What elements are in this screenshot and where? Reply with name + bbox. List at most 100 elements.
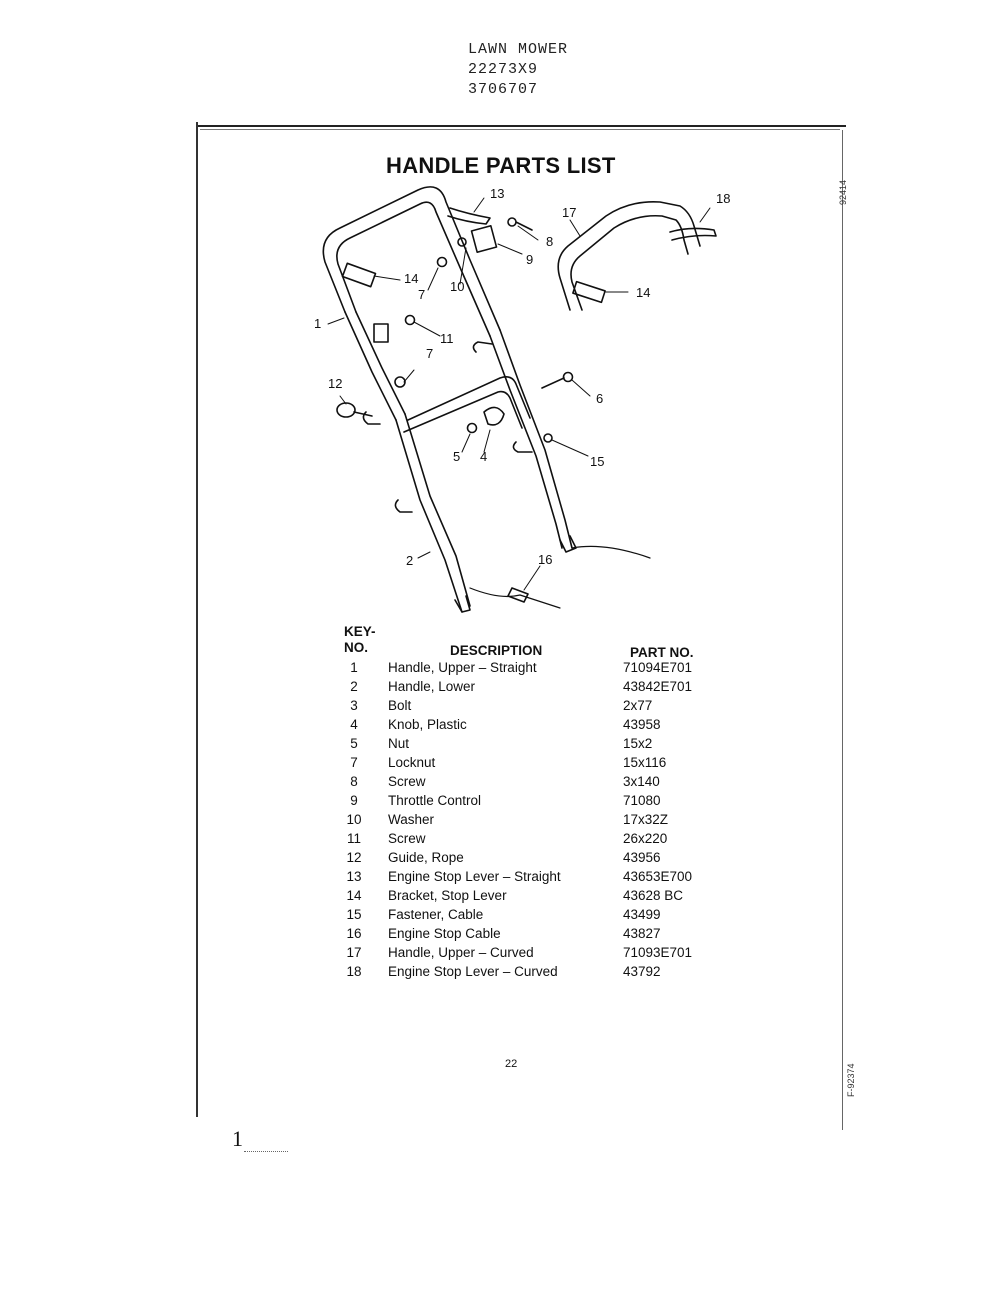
callout-5: 5 xyxy=(453,449,460,464)
key-number: 18 xyxy=(346,964,362,979)
key-number: 16 xyxy=(346,926,362,941)
part-description: Screw xyxy=(388,774,426,789)
header-line-code: 3706707 xyxy=(468,81,539,98)
table-row: 15 Fastener, Cable 43499 xyxy=(338,907,718,926)
callout-10: 10 xyxy=(450,279,464,294)
callout-15: 15 xyxy=(590,454,604,469)
rope-guide-12-stem xyxy=(353,411,373,417)
part-description: Engine Stop Cable xyxy=(388,926,501,941)
callout-8: 8 xyxy=(546,234,553,249)
callout-11: 11 xyxy=(440,331,454,346)
table-row: 16 Engine Stop Cable 43827 xyxy=(338,926,718,945)
callout-17: 17 xyxy=(562,205,576,220)
part-description: Handle, Lower xyxy=(388,679,476,694)
bracket-11 xyxy=(373,323,389,343)
description-header: DESCRIPTION xyxy=(450,643,543,658)
screw-8-head xyxy=(507,217,517,227)
callout-13: 13 xyxy=(490,186,504,201)
callout-4: 4 xyxy=(480,449,487,464)
part-number: 3x140 xyxy=(623,774,660,789)
part-description: Fastener, Cable xyxy=(388,907,484,922)
callout-18: 18 xyxy=(716,191,730,206)
engine-stop-cable xyxy=(469,545,651,609)
table-row: 9 Throttle Control 71080 xyxy=(338,793,718,812)
frame-top-border-inner xyxy=(200,129,840,130)
part-number: 43827 xyxy=(623,926,661,941)
part-description: Handle, Upper – Straight xyxy=(388,660,537,675)
frame-top-border xyxy=(198,125,846,127)
part-number: 26x220 xyxy=(623,831,668,846)
lower-handle-left-rail xyxy=(395,413,471,613)
screw-11-head xyxy=(404,314,416,326)
throttle-control xyxy=(470,224,498,254)
header-line-product: LAWN MOWER xyxy=(468,41,569,58)
key-number: 9 xyxy=(350,793,358,808)
part-description: Bolt xyxy=(388,698,412,713)
part-description: Engine Stop Lever – Straight xyxy=(388,869,561,884)
part-number: 43628 BC xyxy=(623,888,684,903)
key-header-line2: NO. xyxy=(344,640,369,655)
cable-clip-3 xyxy=(472,341,493,353)
table-row: 1 Handle, Upper – Straight 71094E701 xyxy=(338,660,718,679)
cable-clip-2 xyxy=(394,499,413,513)
part-number: 43792 xyxy=(623,964,661,979)
page-title: HANDLE PARTS LIST xyxy=(386,153,616,178)
part-description: Nut xyxy=(388,736,410,751)
callout-14-right: 14 xyxy=(636,285,650,300)
key-number: 8 xyxy=(350,774,358,789)
key-number: 12 xyxy=(346,850,362,865)
table-row: 18 Engine Stop Lever – Curved 43792 xyxy=(338,964,718,983)
callout-6: 6 xyxy=(596,391,603,406)
key-number: 4 xyxy=(350,717,358,732)
key-number: 17 xyxy=(346,945,362,960)
key-number: 1 xyxy=(350,660,358,675)
key-number: 13 xyxy=(346,869,362,884)
part-number: 15x116 xyxy=(623,755,667,770)
curved-stop-lever xyxy=(669,227,717,241)
upper-handle-left-rail xyxy=(344,311,406,421)
straight-stop-lever xyxy=(447,207,491,225)
part-description: Engine Stop Lever – Curved xyxy=(388,964,558,979)
stray-dotted-line xyxy=(244,1151,288,1152)
callout-14-left: 14 xyxy=(404,271,418,286)
locknut-7b xyxy=(394,376,406,388)
locknut-7a xyxy=(436,256,448,268)
part-number: 17x32Z xyxy=(623,812,669,827)
part-number: 43499 xyxy=(623,907,661,922)
part-description: Throttle Control xyxy=(388,793,482,808)
rope-guide-12 xyxy=(336,402,356,418)
key-number: 15 xyxy=(346,907,362,922)
key-number: 10 xyxy=(346,812,362,827)
callout-7-upper: 7 xyxy=(418,287,425,302)
frame-right-border xyxy=(842,130,843,1130)
part-number: 43842E701 xyxy=(623,679,693,694)
bracket-14-right xyxy=(572,280,606,304)
upper-handle-inner xyxy=(336,201,491,337)
part-number: 71094E701 xyxy=(623,660,693,675)
cable-connector xyxy=(507,587,529,603)
part-number: 71080 xyxy=(623,793,661,808)
screw-6-head xyxy=(562,371,574,383)
key-number: 3 xyxy=(350,698,358,713)
part-description: Screw xyxy=(388,831,426,846)
document-header: LAWN MOWER 22273X9 3706707 xyxy=(468,40,568,100)
part-description: Handle, Upper – Curved xyxy=(388,945,534,960)
callout-16: 16 xyxy=(538,552,552,567)
key-number: 7 xyxy=(350,755,358,770)
knob-plastic xyxy=(483,406,505,426)
header-line-model: 22273X9 xyxy=(468,61,539,78)
lower-handle-right-foot xyxy=(559,535,577,553)
page-number: 22 xyxy=(505,1058,518,1070)
callout-1: 1 xyxy=(314,316,321,331)
key-no-header: KEY- NO. xyxy=(344,624,376,656)
cable-clip-1 xyxy=(362,411,381,425)
